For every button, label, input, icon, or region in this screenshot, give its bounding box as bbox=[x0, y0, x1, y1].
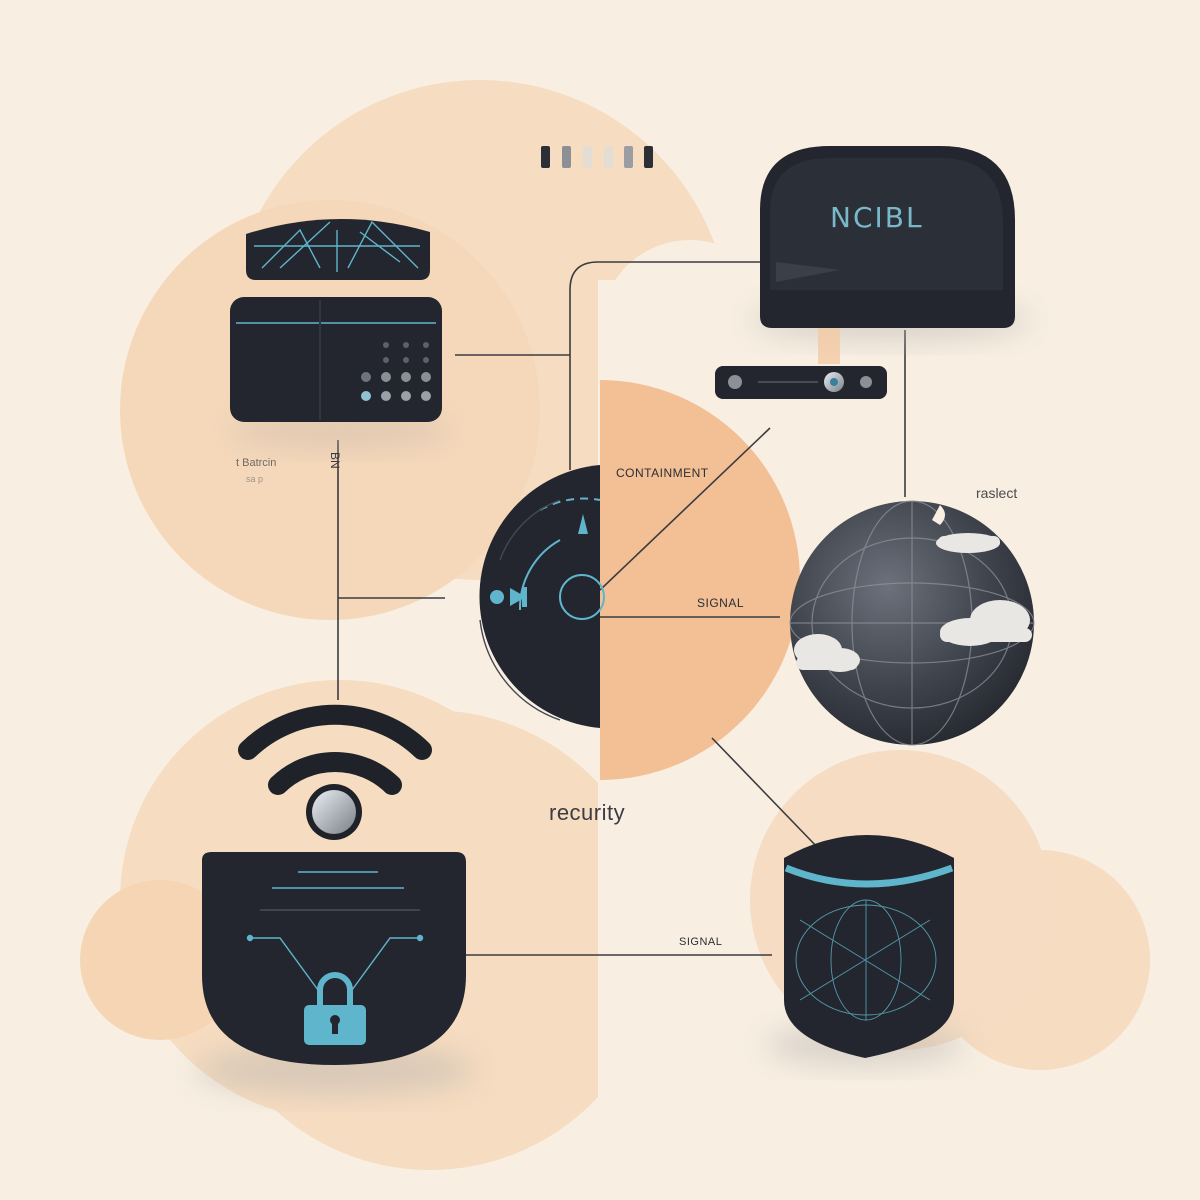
connectors bbox=[337, 261, 906, 956]
battery-caption: t Batrcin bbox=[236, 457, 277, 469]
containment-label: CONTAINMENT bbox=[616, 466, 709, 480]
server-box-icon bbox=[230, 297, 450, 450]
signal-label-lower: SIGNAL bbox=[679, 936, 723, 948]
lock-vault-icon bbox=[195, 852, 475, 1096]
battery-subcaption: sa p bbox=[246, 474, 264, 484]
radar-disc-icon bbox=[479, 465, 605, 728]
signal-label-upper: SIGNAL bbox=[697, 596, 745, 610]
circuit-cover-icon bbox=[246, 218, 430, 280]
status-ticks bbox=[541, 146, 653, 168]
vertical-code-label: BN bbox=[328, 452, 342, 469]
monitor-screen-text: NCIBL bbox=[830, 201, 924, 234]
device-bar-icon bbox=[715, 366, 887, 399]
wifi-icon bbox=[238, 704, 432, 840]
monitor-screen-icon bbox=[750, 146, 1030, 364]
globe-cloud-icon bbox=[789, 500, 1035, 746]
rasleCT-label: raslect bbox=[976, 485, 1018, 501]
shield-icon bbox=[765, 835, 965, 1067]
security-label: recurity bbox=[549, 800, 626, 825]
peach-half-disc bbox=[600, 380, 800, 780]
